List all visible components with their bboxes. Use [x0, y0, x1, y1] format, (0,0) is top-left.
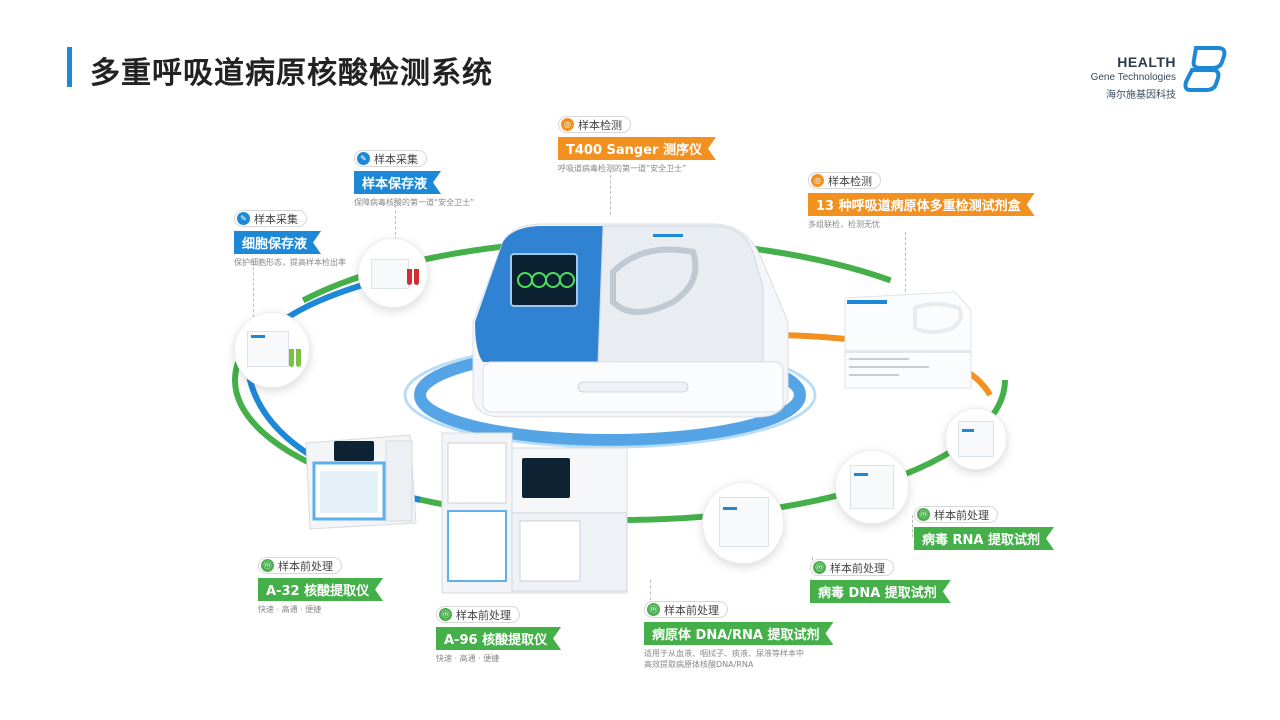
label-preserve: ✎样本采集 样本保存液 保障病毒核酸的第一道“安全卫士” [354, 146, 474, 208]
tag-sample-collection: ✎样本采集 [354, 150, 427, 167]
t400-sequencer-device [472, 223, 789, 418]
desc-a96: 快速 · 高通 · 便捷 [436, 654, 500, 663]
a32-extractor-device [305, 434, 417, 530]
desc-preserve: 保障病毒核酸的第一道“安全卫士” [354, 198, 475, 207]
tag-sample-detection: ◎样本检测 [808, 172, 881, 189]
connector-preserve [395, 200, 396, 240]
swab-icon: ✎ [357, 152, 370, 165]
kit13-box [844, 291, 972, 389]
desc-sequencer: 呼吸道病毒检测的第一道“安全卫士” [558, 164, 687, 173]
title-a96: A-96 核酸提取仪 [436, 627, 561, 650]
connector-kit13 [905, 232, 906, 302]
label-kit13: ◎样本检测 13 种呼吸道病原体多重检测试剂盒 多组联检，检测无忧 [808, 168, 1035, 230]
cell-solution-bubble [234, 312, 310, 388]
tag-sample-collection: ✎样本采集 [234, 210, 307, 227]
desc-pathogen-kit-2: 高效提取病原体核酸DNA/RNA [644, 660, 754, 669]
dna-kit-bubble [835, 450, 909, 524]
a96-extractor-device [441, 432, 628, 594]
title-kit13: 13 种呼吸道病原体多重检测试剂盒 [808, 193, 1035, 216]
brand-name: HEALTH [1117, 54, 1176, 70]
pretreat-icon: ⓜ [261, 559, 274, 572]
title-pathogen-kit: 病原体 DNA/RNA 提取试剂 [644, 622, 833, 645]
brand-logo: HEALTH Gene Technologies 海尔施基因科技 [1083, 44, 1228, 104]
pathogen-kit-bubble [702, 482, 784, 564]
pretreat-icon: ⓜ [647, 603, 660, 616]
desc-kit13: 多组联检，检测无忧 [808, 220, 880, 229]
preserve-solution-bubble [358, 238, 428, 308]
label-cell: ✎样本采集 细胞保存液 保护细胞形态，提高样本检出率 [234, 206, 346, 268]
detect-icon: ◎ [561, 118, 574, 131]
label-sequencer: ◎样本检测 T400 Sanger 测序仪 呼吸道病毒检测的第一道“安全卫士” [558, 112, 716, 174]
connector-pathogen [650, 580, 651, 600]
desc-pathogen-kit-1: 适用于从血液、咽拭子、痰液、尿液等样本中 [644, 649, 804, 658]
title-accent-bar [67, 47, 72, 87]
desc-a32: 快速 · 高通 · 便捷 [258, 605, 322, 614]
pretreat-icon: ⓜ [813, 561, 826, 574]
pretreat-icon: ⓜ [439, 608, 452, 621]
title-dna-kit: 病毒 DNA 提取试剂 [810, 580, 951, 603]
connector-sequencer [610, 170, 611, 215]
swab-icon: ✎ [237, 212, 250, 225]
page-title: 多重呼吸道病原核酸检测系统 [90, 56, 493, 91]
connector-rna [912, 515, 913, 537]
brand-subtitle: Gene Technologies [1090, 72, 1176, 83]
title-rna-kit: 病毒 RNA 提取试剂 [914, 527, 1054, 550]
rna-kit-bubble [945, 408, 1007, 470]
title-sequencer: T400 Sanger 测序仪 [558, 137, 716, 160]
pretreat-icon: ⓜ [917, 508, 930, 521]
connector-cell [253, 262, 254, 317]
title-preserve: 样本保存液 [354, 171, 441, 194]
tag-sample-detection: ◎样本检测 [558, 116, 631, 133]
desc-cell: 保护细胞形态，提高样本检出率 [234, 258, 346, 267]
title-a32: A-32 核酸提取仪 [258, 578, 383, 601]
brand-cn-name: 海尔施基因科技 [1106, 90, 1176, 101]
double-s-logo-icon [1183, 46, 1227, 92]
title-cell: 细胞保存液 [234, 231, 321, 254]
detect-icon: ◎ [811, 174, 824, 187]
